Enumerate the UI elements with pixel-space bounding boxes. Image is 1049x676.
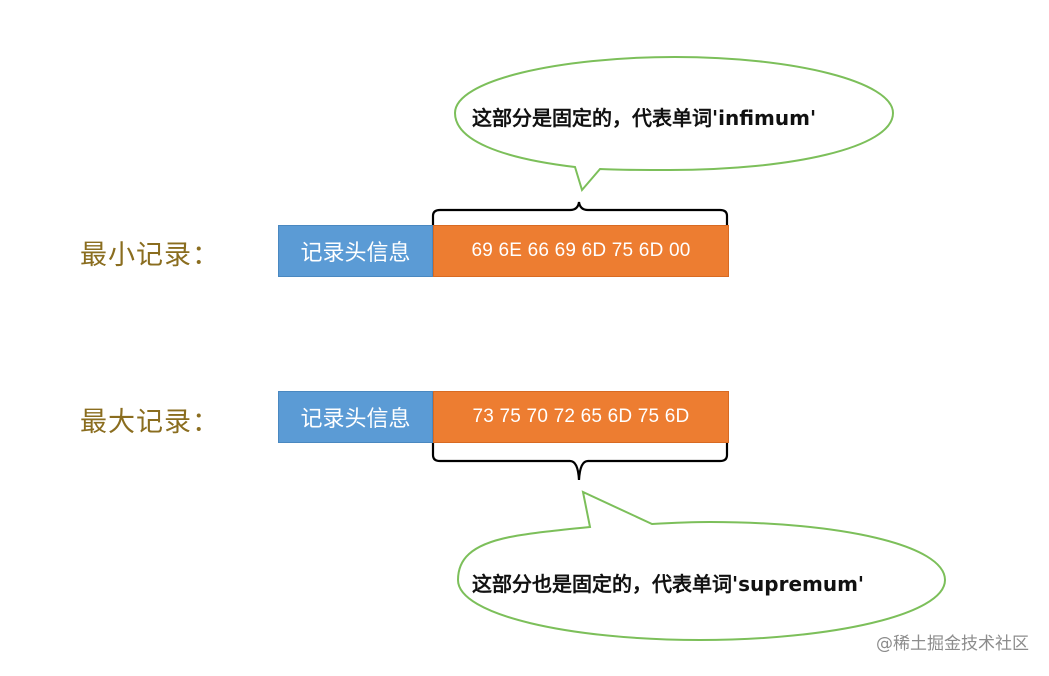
callout-text-top: 这部分是固定的，代表单词'infimum' xyxy=(472,106,817,130)
min-record-label: 最小记录： xyxy=(80,240,220,271)
max-record-header-cell: 记录头信息 xyxy=(278,391,433,443)
brace-top xyxy=(431,201,729,228)
min-record-bar: 记录头信息 69 6E 66 69 6D 75 6D 00 xyxy=(278,225,729,277)
max-record-label: 最大记录： xyxy=(80,407,220,438)
min-record-hex-cell: 69 6E 66 69 6D 75 6D 00 xyxy=(433,225,729,277)
callout-bubble-top xyxy=(453,55,895,193)
callout-text-bottom: 这部分也是固定的，代表单词'supremum' xyxy=(472,572,865,596)
watermark-text: @稀土掘金技术社区 xyxy=(876,634,1029,654)
max-record-bar: 记录头信息 73 75 70 72 65 6D 75 6D xyxy=(278,391,729,443)
min-record-header-cell: 记录头信息 xyxy=(278,225,433,277)
max-record-hex-cell: 73 75 70 72 65 6D 75 6D xyxy=(433,391,729,443)
brace-bottom xyxy=(431,443,729,481)
callout-bubble-bottom xyxy=(456,490,947,642)
